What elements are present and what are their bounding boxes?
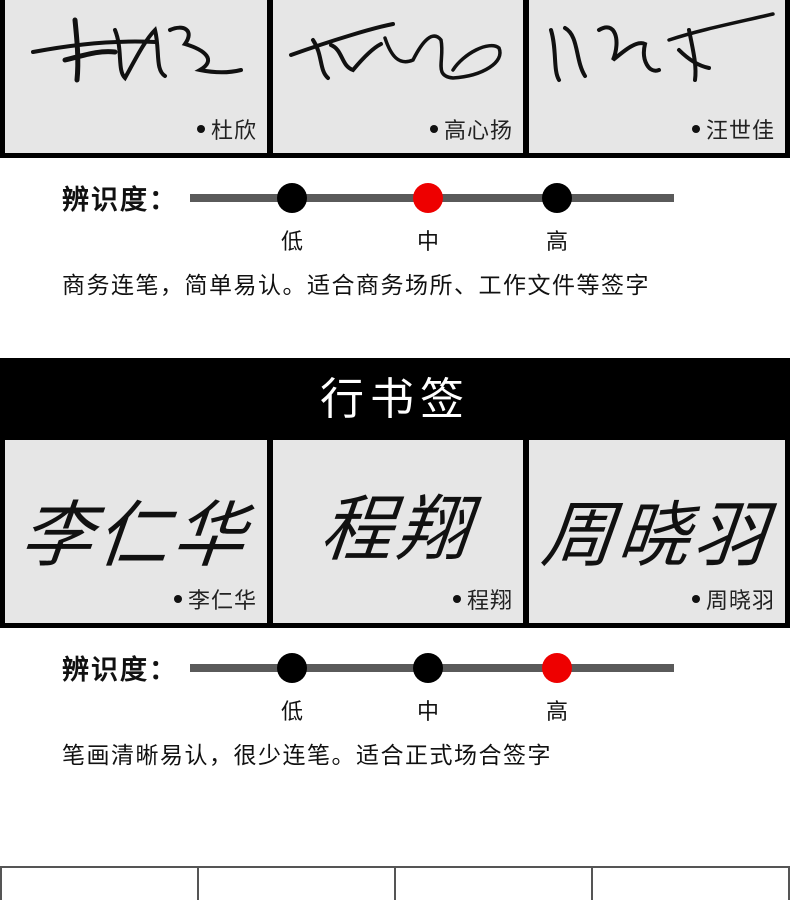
scale-dot-low[interactable] <box>277 653 307 683</box>
next-section-table <box>0 866 790 900</box>
sig-caption-text: 汪世佳 <box>705 119 775 144</box>
table-cell <box>199 868 396 900</box>
sig-card-zhou-xiao-yu[interactable]: 周晓羽 周晓羽 <box>529 440 785 623</box>
scale-dot-high[interactable] <box>542 183 572 213</box>
scale-dot-low[interactable] <box>277 183 307 213</box>
sig-caption-text: 李仁华 <box>187 589 257 614</box>
bullet-icon <box>429 125 438 133</box>
recognizability-label: 辨识度： <box>62 655 178 686</box>
bullet-icon <box>173 595 182 603</box>
signature-text: 周晓羽 <box>537 493 775 577</box>
sig-grid-running-script: 李仁华 李仁华 程翔 程翔 周晓羽 周晓羽 <box>0 440 790 628</box>
scale-label-low: 低 <box>280 230 303 255</box>
sig-caption: 高心扬 <box>429 113 513 145</box>
sig-grid-business: 杜欣 高心扬 汪世佳 <box>0 0 790 158</box>
sig-card-li-ren-hua[interactable]: 李仁华 李仁华 <box>5 440 267 623</box>
sig-caption-text: 杜欣 <box>210 119 257 144</box>
style-description: 笔画清晰易认，很少连笔。适合正式场合签字 <box>62 743 552 769</box>
scale-label-mid: 中 <box>416 700 439 725</box>
recognizability-label: 辨识度： <box>62 185 178 216</box>
bullet-icon <box>452 595 461 603</box>
sig-caption: 汪世佳 <box>691 113 775 145</box>
signature-stroke-icon <box>31 17 243 83</box>
sig-card-du-xin[interactable]: 杜欣 <box>5 0 267 153</box>
signature-stroke-icon <box>549 12 775 82</box>
bullet-icon <box>691 595 700 603</box>
table-cell <box>2 868 199 900</box>
sig-card-gao-xin-yang[interactable]: 高心扬 <box>273 0 523 153</box>
style-description: 商务连笔，简单易认。适合商务场所、工作文件等签字 <box>62 273 650 299</box>
bullet-icon <box>196 125 205 133</box>
table-cell <box>396 868 593 900</box>
sig-caption: 杜欣 <box>196 113 257 145</box>
scale-label-mid: 中 <box>416 230 439 255</box>
sig-caption: 李仁华 <box>173 583 257 615</box>
sig-caption-text: 周晓羽 <box>705 589 775 614</box>
bullet-icon <box>691 125 700 133</box>
scale-label-low: 低 <box>280 700 303 725</box>
sig-caption: 周晓羽 <box>691 583 775 615</box>
scale-dot-mid[interactable] <box>413 653 443 683</box>
scale-dot-mid[interactable] <box>413 183 443 213</box>
scale-label-high: 高 <box>545 230 568 255</box>
scale-label-high: 高 <box>545 700 568 725</box>
sig-card-cheng-xiang[interactable]: 程翔 程翔 <box>273 440 523 623</box>
table-cell <box>593 868 790 900</box>
sig-caption-text: 程翔 <box>466 589 513 614</box>
signature-stroke-icon <box>289 22 502 80</box>
sig-card-wang-shi-jia[interactable]: 汪世佳 <box>529 0 785 153</box>
signature-text: 李仁华 <box>16 493 254 577</box>
signature-text: 程翔 <box>316 487 478 571</box>
sig-caption-text: 高心扬 <box>443 119 513 144</box>
sig-caption: 程翔 <box>452 583 513 615</box>
scale-dot-high[interactable] <box>542 653 572 683</box>
section-title-banner: 行书签 <box>0 358 790 440</box>
